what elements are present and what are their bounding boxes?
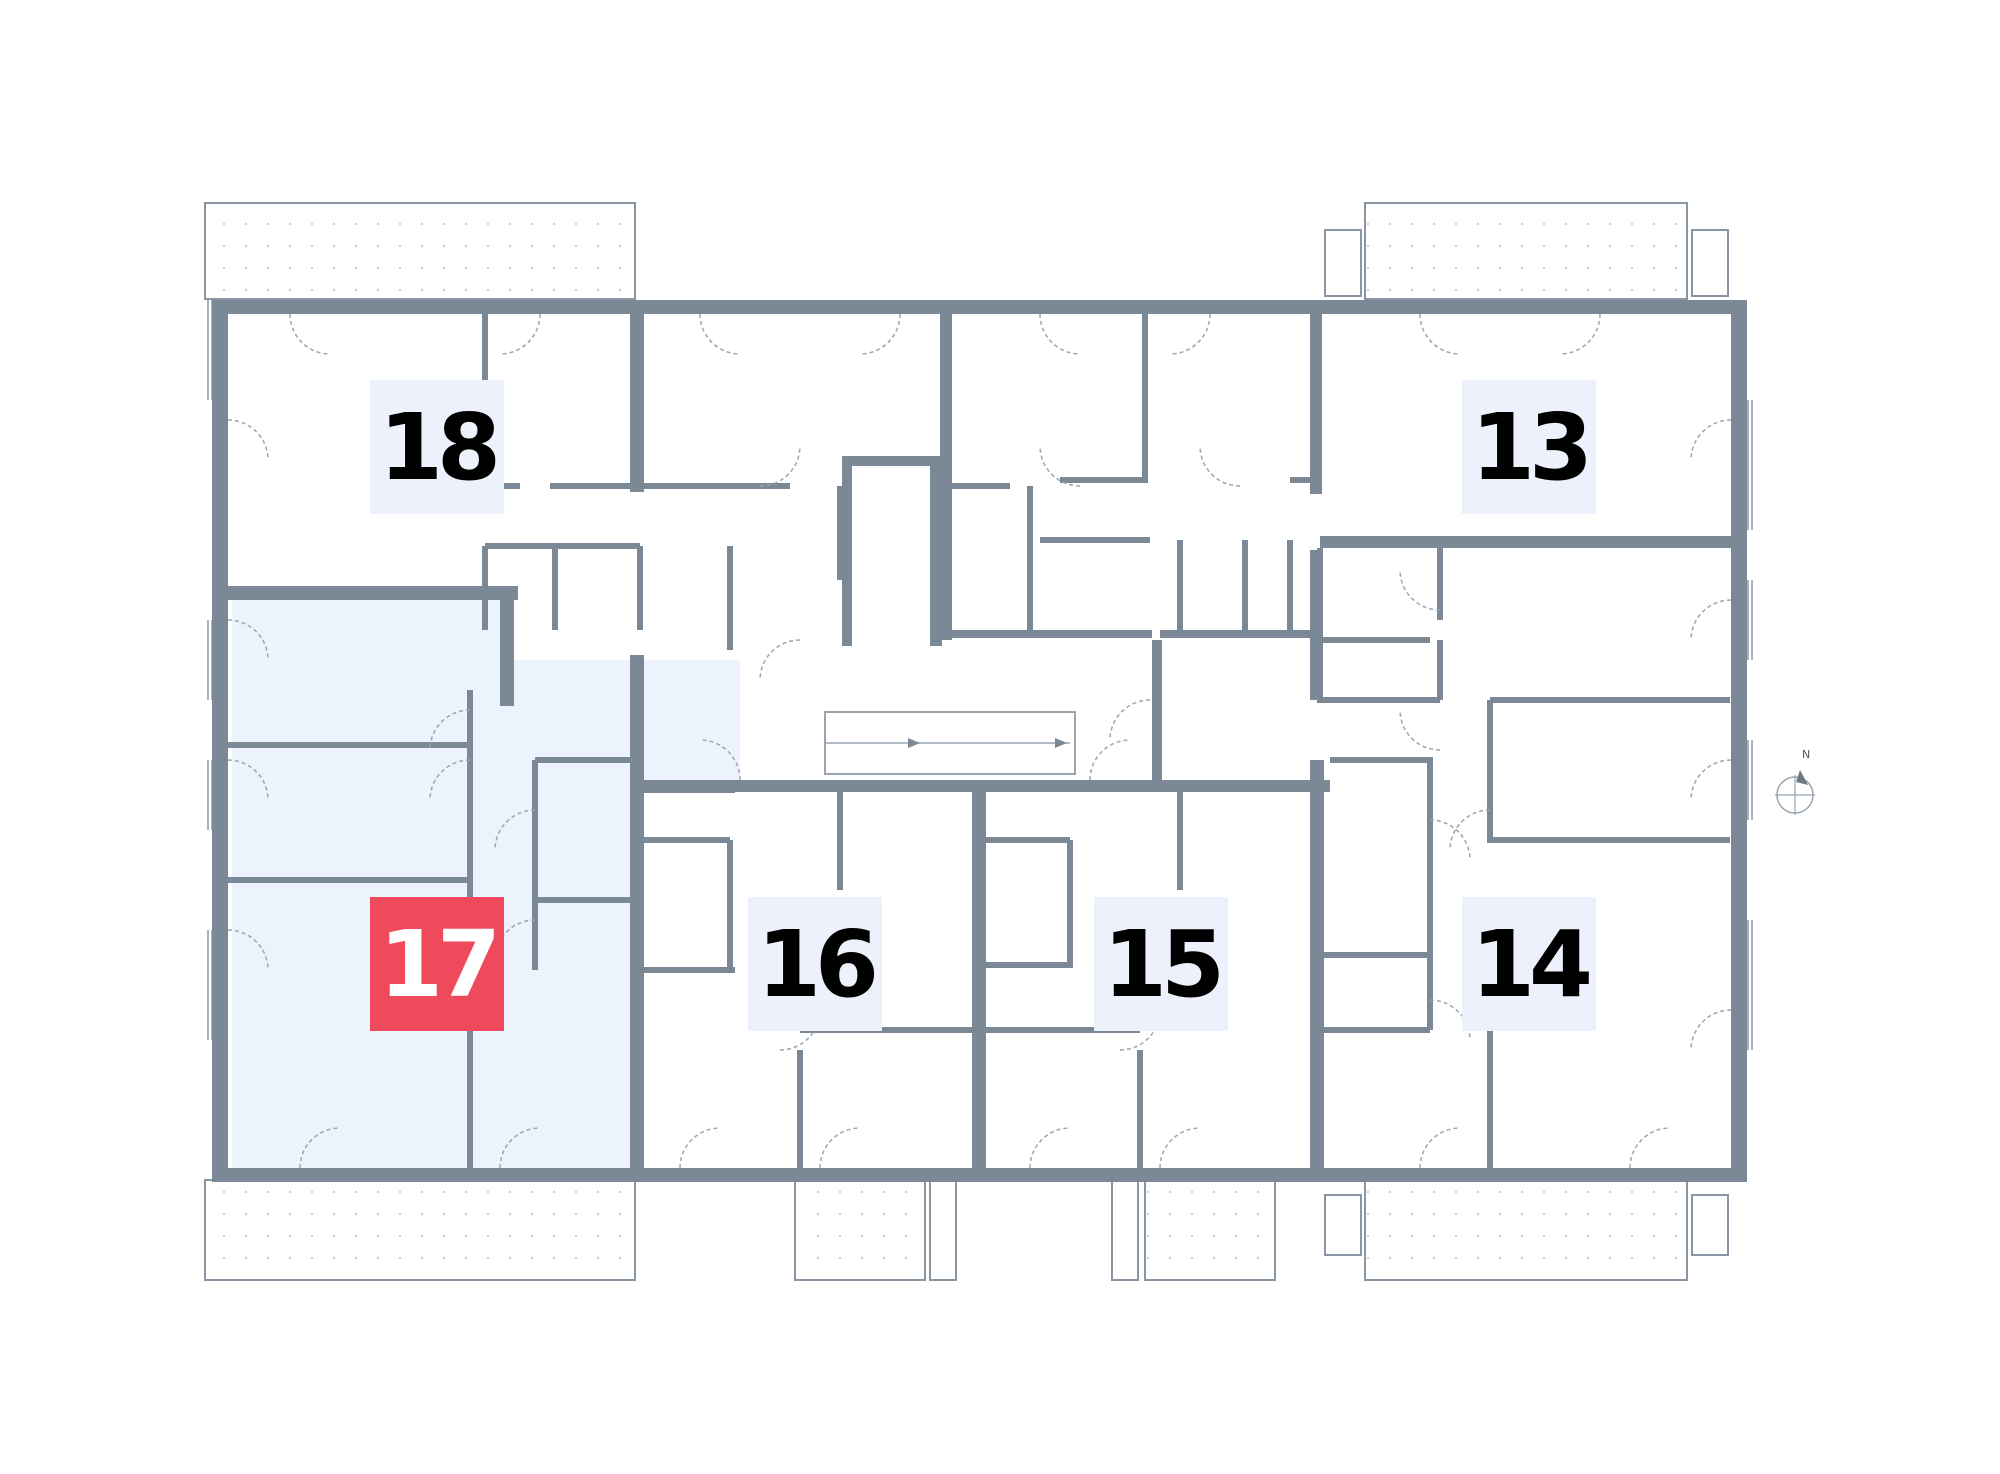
balcony-bottom-left [204,1179,636,1281]
balcony-bottom-mid-left [794,1179,957,1281]
unit-label-18[interactable]: 18 [370,380,504,514]
door-swings [227,313,1732,1169]
unit-label-15[interactable]: 15 [1094,897,1228,1031]
balcony-bottom-mid-right [1111,1179,1276,1281]
unit-label-16[interactable]: 16 [748,897,882,1031]
staircase [824,711,1076,775]
unit-label-14[interactable]: 14 [1462,897,1596,1031]
balcony-top-left [204,202,636,300]
compass-label: N [1802,748,1811,761]
unit-label-13[interactable]: 13 [1462,380,1596,514]
unit-17-area[interactable] [232,600,740,1170]
outer-walls [212,300,1747,1182]
unit-label-17[interactable]: 17 [370,897,504,1031]
balcony-top-right [1324,202,1729,300]
balcony-bottom-right [1324,1179,1729,1281]
compass-north-icon [1775,770,1815,815]
